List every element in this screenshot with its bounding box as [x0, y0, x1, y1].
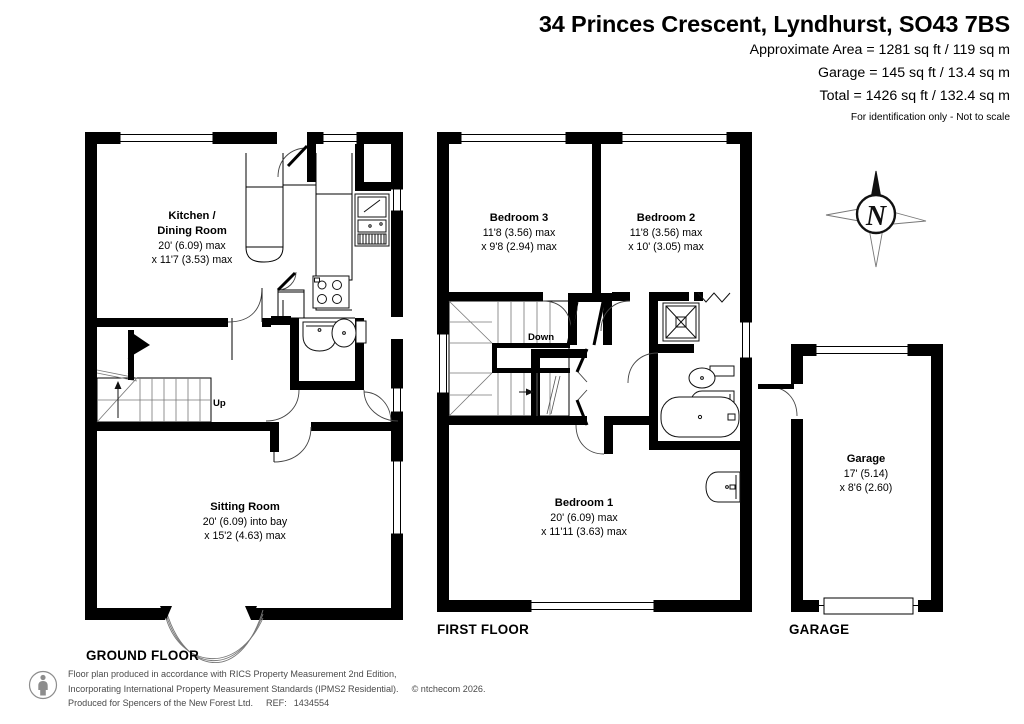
staircase-down [448, 300, 570, 417]
window-kitchen-front [119, 132, 214, 144]
garage-dim2: x 8'6 (2.60) [839, 481, 893, 494]
kitchen-sink-icon [354, 193, 390, 247]
first-floor-plan [437, 132, 752, 612]
bedroom1-dim1: 20' (6.09) max [550, 511, 618, 524]
room-label-sitting-room: Sitting Room 20' (6.09) into bay x 15'2 … [203, 500, 287, 543]
footer-line-2a: Incorporating International Property Mea… [68, 683, 399, 694]
garage-door [819, 597, 918, 615]
footer-text: Floor plan produced in accordance with R… [68, 666, 486, 711]
window-landing-side [437, 333, 449, 394]
footer-ref-label: REF: [266, 698, 287, 709]
garage-plan [758, 344, 943, 615]
floor-caption-ground: GROUND FLOOR [86, 648, 200, 663]
bath-icon [660, 396, 740, 438]
garage-area-text: Garage = 145 sq ft / 13.4 sq m [817, 64, 1010, 81]
bedroom1-dim2: x 11'11 (3.63) max [541, 525, 627, 538]
sitting-room-name: Sitting Room [210, 501, 280, 513]
stair-label-up: Up [213, 398, 226, 409]
header: 34 Princes Crescent, Lyndhurst, SO43 7BS… [310, 10, 1010, 123]
disclaimer-text: For identification only - Not to scale [850, 112, 1010, 124]
room-label-bedroom-1: Bedroom 1 20' (6.09) max x 11'11 (3.63) … [541, 496, 627, 539]
ipms-person-logo-icon [28, 668, 58, 707]
door-swings-ground [227, 144, 399, 463]
bedroom2-dim2: x 10' (3.05) max [628, 240, 704, 253]
footer-line-1: Floor plan produced in accordance with R… [68, 669, 397, 679]
bedroom3-name: Bedroom 3 [489, 212, 549, 224]
basin-icon-bedroom1 [705, 471, 741, 503]
footer-line-2: Incorporating International Property Mea… [68, 682, 486, 697]
approximate-area-text: Approximate Area = 1281 sq ft / 119 sq m [749, 42, 1010, 59]
kitchen-dim1: 20' (6.09) max [158, 239, 226, 252]
ground-floor-plan [85, 132, 403, 664]
window-right-mid [391, 387, 403, 413]
stair-label-down: Down [528, 332, 555, 343]
sitting-room-dim1: 20' (6.09) into bay [202, 515, 288, 528]
footer-line-3a: Produced for Spencers of the New Forest … [68, 698, 254, 709]
footer-copyright: © ntchecom 2026. [411, 683, 486, 694]
base-unit [277, 289, 305, 319]
window-hall-front [322, 132, 358, 144]
bedroom2-name: Bedroom 2 [636, 212, 696, 224]
room-label-bedroom-2: Bedroom 2 11'8 (3.56) max x 10' (3.05) m… [628, 211, 704, 254]
footer-line-3: Produced for Spencers of the New Forest … [68, 696, 486, 711]
kitchen-name-line1: Kitchen / [168, 210, 216, 222]
kitchen-hob-icon [312, 275, 350, 309]
footer: Floor plan produced in accordance with R… [28, 666, 728, 711]
window-bedroom3-front [460, 132, 567, 144]
window-bedroom2-front [621, 132, 728, 144]
garage-name: Garage [846, 453, 886, 465]
window-bathroom-side [740, 321, 752, 359]
page-title: 34 Princes Crescent, Lyndhurst, SO43 7BS [538, 11, 1010, 37]
bedroom3-dim1: 11'8 (3.56) max [482, 226, 556, 239]
kitchen-name-line2: Dining Room [157, 224, 227, 237]
wc-toilet-icon [331, 318, 367, 348]
floor-caption-first: FIRST FLOOR [437, 622, 530, 637]
footer-ref-value: 1434554 [293, 698, 330, 709]
total-area-text: Total = 1426 sq ft / 132.4 sq m [819, 87, 1010, 104]
window-garage-front [815, 344, 909, 356]
toilet-icon-first-floor [688, 365, 735, 389]
sitting-room-dim2: x 15'2 (4.63) max [204, 529, 286, 542]
room-label-garage: Garage 17' (5.14) x 8'6 (2.60) [840, 452, 893, 495]
room-label-bedroom-3: Bedroom 3 11'8 (3.56) max x 9'8 (2.94) m… [481, 211, 557, 254]
room-label-kitchen: Kitchen / Dining Room 20' (6.09) max x 1… [152, 209, 233, 267]
door-swings-first [542, 292, 731, 455]
bay-window-sitting-room [160, 606, 264, 664]
staircase-up [96, 369, 212, 423]
bedroom2-dim1: 11'8 (3.56) max [629, 226, 703, 239]
window-bedroom1-rear [530, 600, 655, 612]
bedroom3-dim2: x 9'8 (2.94) max [481, 240, 557, 253]
bedroom1-name: Bedroom 1 [554, 497, 614, 509]
compass-north-label: N [865, 201, 888, 232]
window-sitting-side [391, 460, 403, 535]
compass-rose-icon: N [820, 163, 932, 275]
kitchen-dim2: x 11'7 (3.53) max [151, 253, 233, 266]
floor-caption-garage: GARAGE [789, 622, 850, 637]
shower-tray-icon [662, 302, 700, 342]
window-right-upper [391, 188, 403, 212]
garage-dim1: 17' (5.14) [843, 467, 889, 480]
wc-basin-icon [302, 321, 337, 352]
